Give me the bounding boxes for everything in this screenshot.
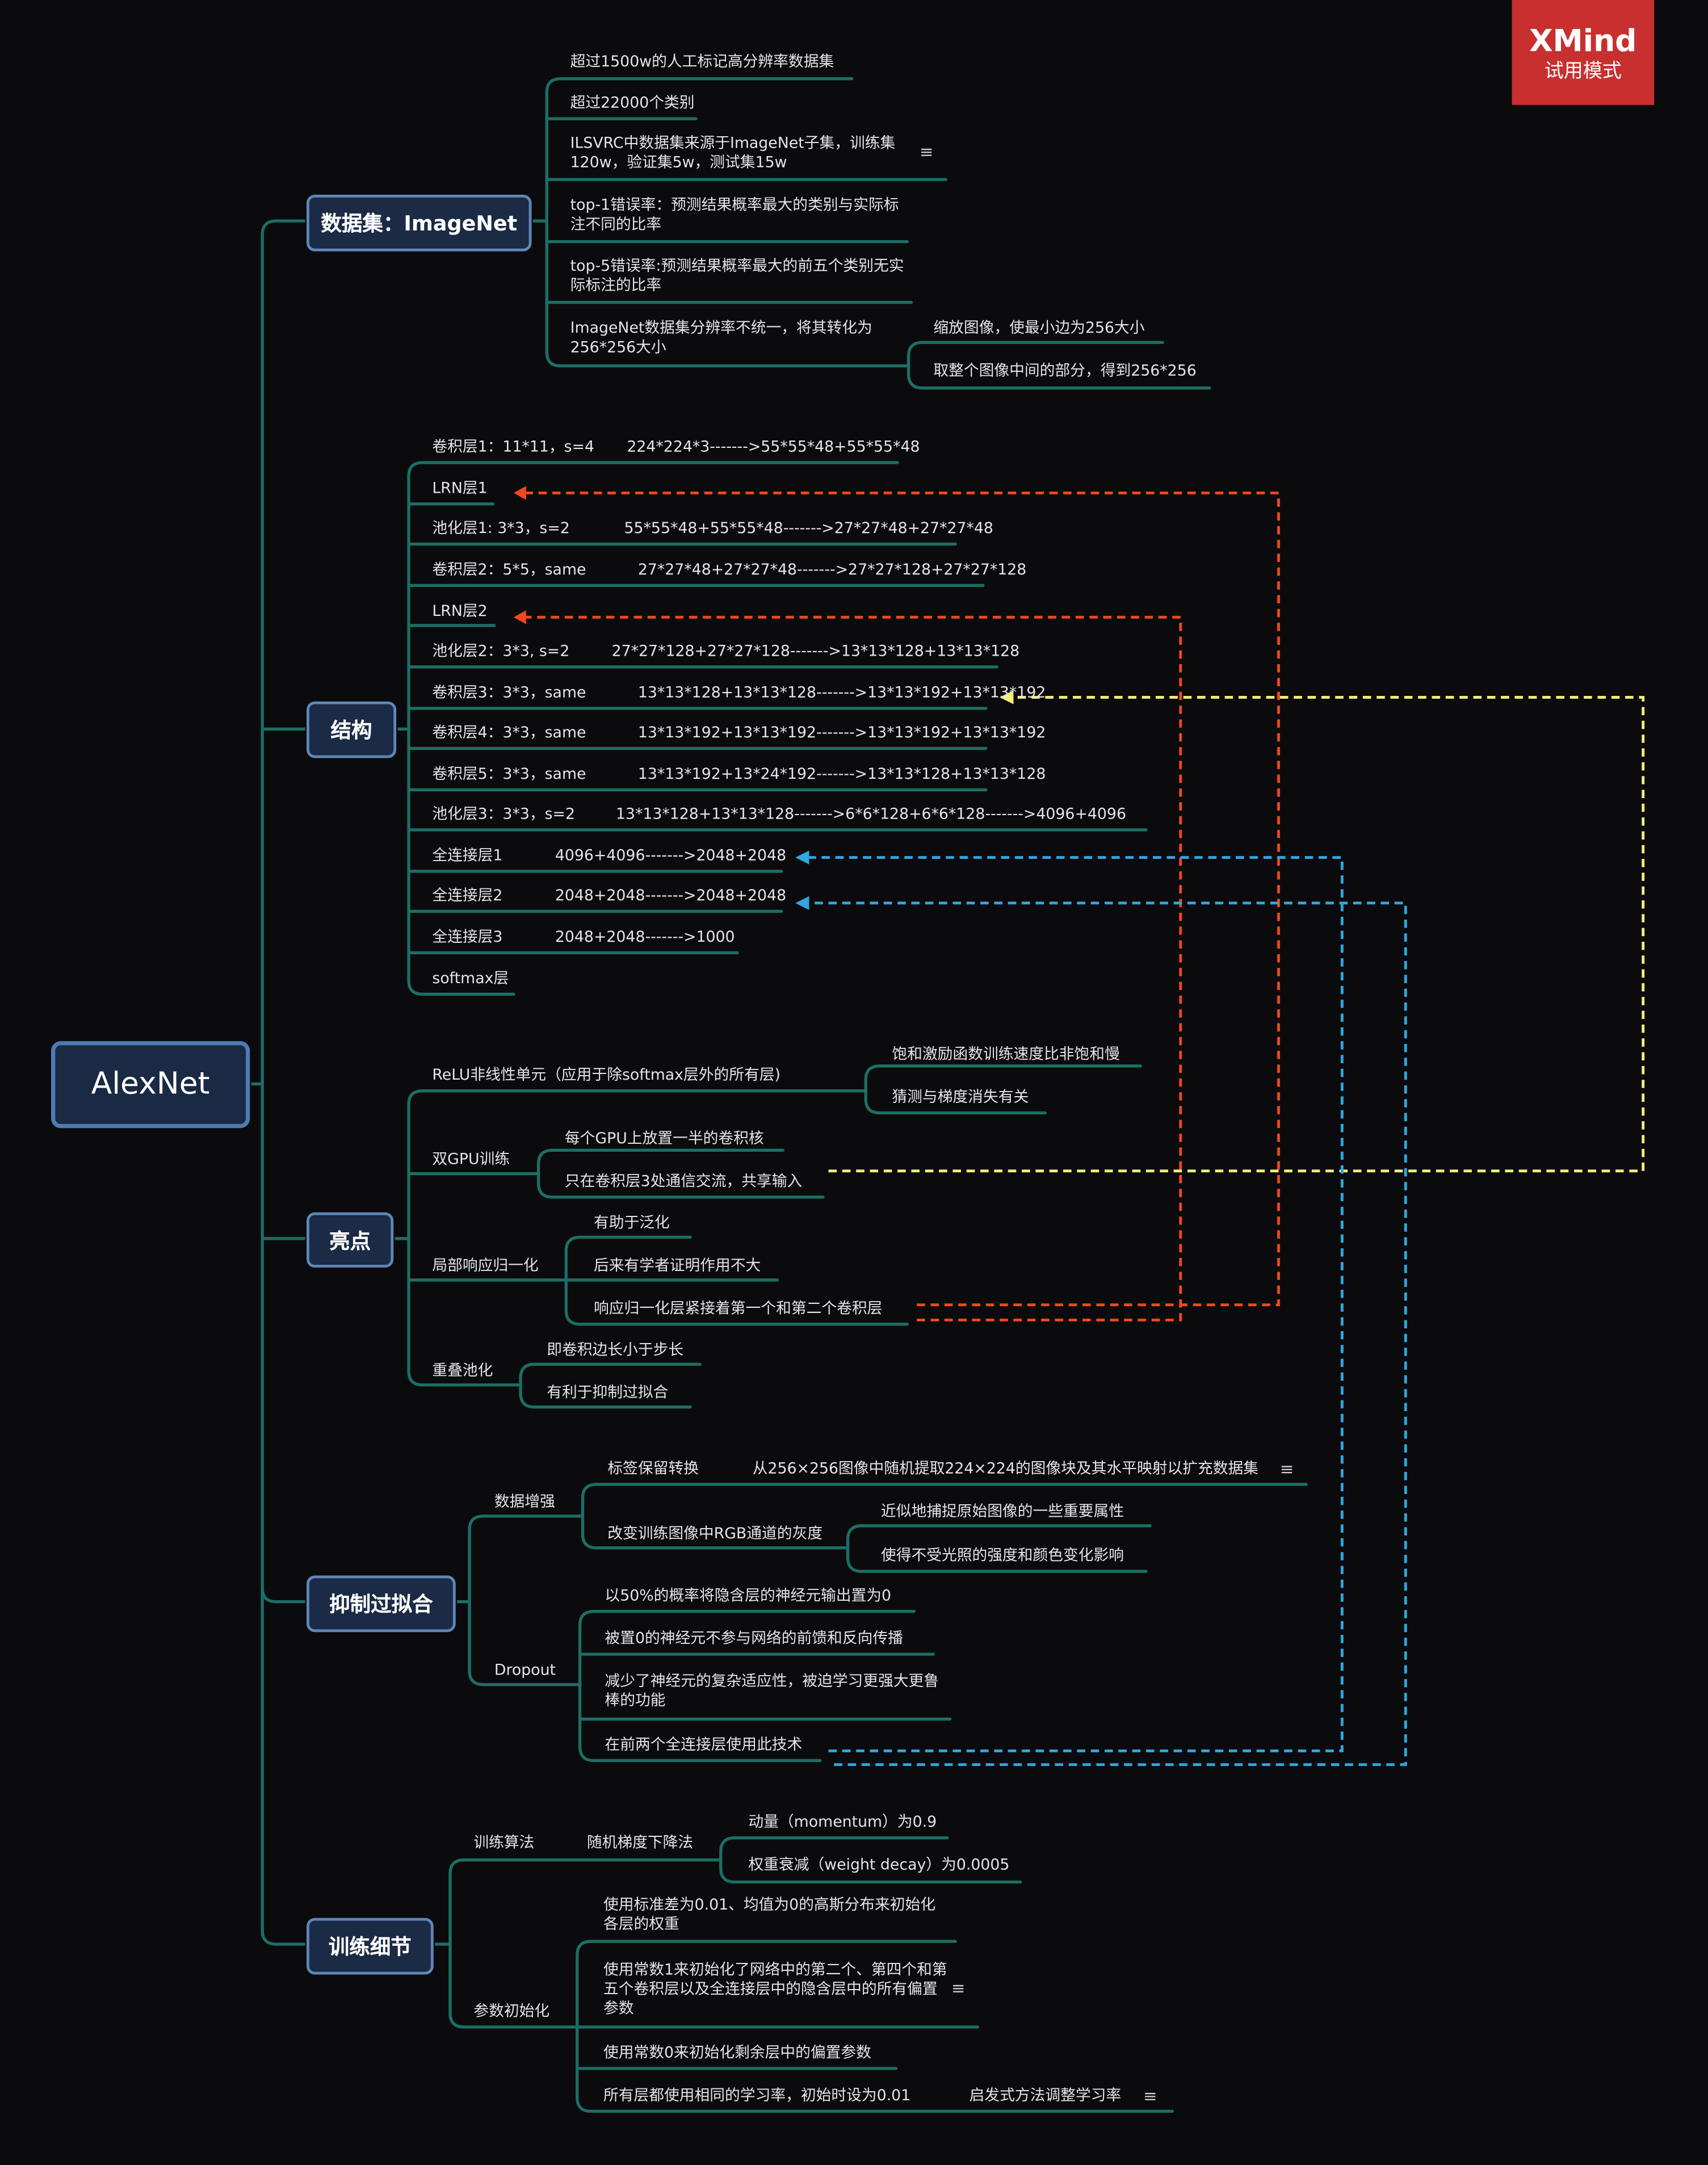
- layer-name[interactable]: 池化层1: 3*3，s=2: [432, 519, 570, 538]
- augment-topic[interactable]: 数据增强: [494, 1492, 555, 1511]
- init-child[interactable]: 使用标准差为0.01、均值为0的高斯分布来初始化各层的权重: [603, 1895, 936, 1933]
- sgd-topic[interactable]: 随机梯度下降法: [586, 1833, 694, 1852]
- layer-name[interactable]: 卷积层1：11*11，s=4: [432, 438, 595, 456]
- layer-name[interactable]: 卷积层2：5*5，same: [432, 560, 586, 579]
- note-icon[interactable]: ≡: [1143, 2086, 1157, 2106]
- relu-topic[interactable]: ReLU非线性单元（应用于除softmax层外的所有层): [432, 1065, 781, 1084]
- layer-name[interactable]: 卷积层5：3*3，same: [432, 765, 586, 783]
- topic-dataset[interactable]: 数据集：ImageNet: [307, 194, 532, 251]
- layer-detail[interactable]: 27*27*128+27*27*128------->13*13*128+13*…: [611, 642, 1020, 660]
- layer-name[interactable]: 全连接层2: [432, 886, 503, 905]
- dataset-item[interactable]: ILSVRC中数据集来源于ImageNet子集，训练集120w，验证集5w，测试…: [570, 133, 896, 171]
- lrn-topic[interactable]: 局部响应归一化: [432, 1256, 539, 1275]
- layer-detail[interactable]: 13*13*128+13*13*128------->13*13*192+13*…: [637, 683, 1046, 702]
- init-child[interactable]: 使用常数1来初始化了网络中的第二个、第四个和第五个卷积层以及全连接层中的隐含层中…: [603, 1961, 947, 2017]
- resize-child[interactable]: 取整个图像中间的部分，得到256*256: [933, 362, 1197, 380]
- layer-name[interactable]: LRN层2: [432, 602, 488, 620]
- layer-name[interactable]: softmax层: [432, 969, 509, 988]
- note-icon[interactable]: ≡: [1279, 1459, 1294, 1479]
- trial-watermark-badge: XMind 试用模式: [1512, 0, 1655, 105]
- gpu-child[interactable]: 每个GPU上放置一半的卷积核: [564, 1129, 764, 1148]
- layer-name[interactable]: 全连接层3: [432, 928, 503, 946]
- dataset-item[interactable]: 超过1500w的人工标记高分辨率数据集: [570, 52, 834, 71]
- sgd-child[interactable]: 权重衰减（weight decay）为0.0005: [748, 1856, 1010, 1874]
- dropout-child[interactable]: 以50%的概率将隐含层的神经元输出置为0: [605, 1586, 892, 1605]
- dataset-item[interactable]: top-1错误率：预测结果概率最大的类别与实际标注不同的比率: [570, 196, 899, 234]
- layer-name[interactable]: 卷积层3：3*3，same: [432, 683, 586, 702]
- augment-detail[interactable]: 从256×256图像中随机提取224×224的图像块及其水平映射以扩充数据集: [752, 1459, 1259, 1478]
- layer-detail[interactable]: 13*13*128+13*13*128------->6*6*128+6*6*1…: [615, 805, 1126, 823]
- overlap-topic[interactable]: 重叠池化: [432, 1361, 493, 1380]
- layer-detail[interactable]: 13*13*192+13*13*192------->13*13*192+13*…: [637, 723, 1046, 742]
- dropout-child[interactable]: 被置0的神经元不参与网络的前馈和反向传播: [605, 1629, 903, 1647]
- topic-structure[interactable]: 结构: [307, 701, 397, 758]
- algo-topic[interactable]: 训练算法: [473, 1833, 535, 1852]
- gpu-child[interactable]: 只在卷积层3处通信交流，共享输入: [564, 1172, 803, 1190]
- layer-detail[interactable]: 2048+2048------->1000: [555, 928, 735, 946]
- layer-detail[interactable]: 27*27*48+27*27*48------->27*27*128+27*27…: [637, 560, 1027, 579]
- layer-detail[interactable]: 55*55*48+55*55*48------->27*27*48+27*27*…: [624, 519, 993, 538]
- note-icon[interactable]: ≡: [951, 1978, 966, 1998]
- layer-name[interactable]: 池化层3：3*3，s=2: [432, 805, 576, 823]
- watermark-mode: 试用模式: [1544, 61, 1622, 83]
- layer-detail[interactable]: 4096+4096------->2048+2048: [555, 846, 787, 865]
- topic-highlights[interactable]: 亮点: [307, 1212, 394, 1268]
- rgb-child[interactable]: 近似地捕捉原始图像的一些重要属性: [880, 1502, 1124, 1521]
- dataset-item[interactable]: top-5错误率:预测结果概率最大的前五个类别无实际标注的比率: [570, 257, 904, 295]
- lrn-child[interactable]: 后来有学者证明作用不大: [593, 1256, 761, 1275]
- layer-detail[interactable]: 13*13*192+13*24*192------->13*13*128+13*…: [637, 765, 1046, 783]
- layer-detail[interactable]: 224*224*3------->55*55*48+55*55*48: [627, 438, 920, 456]
- dataset-item[interactable]: ImageNet数据集分辨率不统一，将其转化为256*256大小: [570, 318, 872, 356]
- watermark-brand: XMind: [1529, 24, 1637, 60]
- lrn-child[interactable]: 有助于泛化: [593, 1214, 670, 1232]
- lrn-child[interactable]: 响应归一化层紧接着第一个和第二个卷积层: [593, 1299, 883, 1318]
- dataset-item[interactable]: 超过22000个类别: [570, 94, 695, 112]
- sgd-child[interactable]: 动量（momentum）为0.9: [748, 1812, 937, 1831]
- relu-child[interactable]: 猜测与梯度消失有关: [892, 1088, 1029, 1106]
- dropout-child[interactable]: 减少了神经元的复杂适应性，被迫学习更强大更鲁棒的功能: [605, 1672, 939, 1710]
- layer-name[interactable]: 卷积层4：3*3，same: [432, 723, 586, 742]
- layer-detail[interactable]: 2048+2048------->2048+2048: [555, 886, 787, 905]
- rgb-child[interactable]: 使得不受光照的强度和颜色变化影响: [880, 1546, 1124, 1565]
- overlap-child[interactable]: 即卷积边长小于步长: [547, 1340, 684, 1359]
- lr-detail[interactable]: 启发式方法调整学习率: [969, 2086, 1122, 2105]
- init-topic[interactable]: 参数初始化: [473, 2002, 550, 2020]
- init-child[interactable]: 所有层都使用相同的学习率，初始时设为0.01: [603, 2086, 911, 2105]
- topic-training[interactable]: 训练细节: [307, 1918, 434, 1975]
- dropout-child[interactable]: 在前两个全连接层使用此技术: [605, 1735, 803, 1754]
- augment-child[interactable]: 改变训练图像中RGB通道的灰度: [607, 1524, 823, 1543]
- relu-child[interactable]: 饱和激励函数训练速度比非饱和慢: [892, 1045, 1120, 1064]
- topic-overfit[interactable]: 抑制过拟合: [307, 1575, 456, 1633]
- note-icon[interactable]: ≡: [920, 142, 934, 162]
- gpu-topic[interactable]: 双GPU训练: [432, 1150, 510, 1168]
- layer-name[interactable]: 池化层2：3*3, s=2: [432, 642, 570, 660]
- dropout-topic[interactable]: Dropout: [494, 1661, 556, 1679]
- resize-child[interactable]: 缩放图像，使最小边为256大小: [933, 318, 1145, 337]
- init-child[interactable]: 使用常数0来初始化剩余层中的偏置参数: [603, 2044, 871, 2062]
- augment-child[interactable]: 标签保留转换: [607, 1459, 699, 1478]
- layer-name[interactable]: LRN层1: [432, 479, 488, 497]
- layer-name[interactable]: 全连接层1: [432, 846, 503, 865]
- overlap-child[interactable]: 有利于抑制过拟合: [547, 1383, 669, 1402]
- root-node[interactable]: AlexNet: [51, 1041, 250, 1128]
